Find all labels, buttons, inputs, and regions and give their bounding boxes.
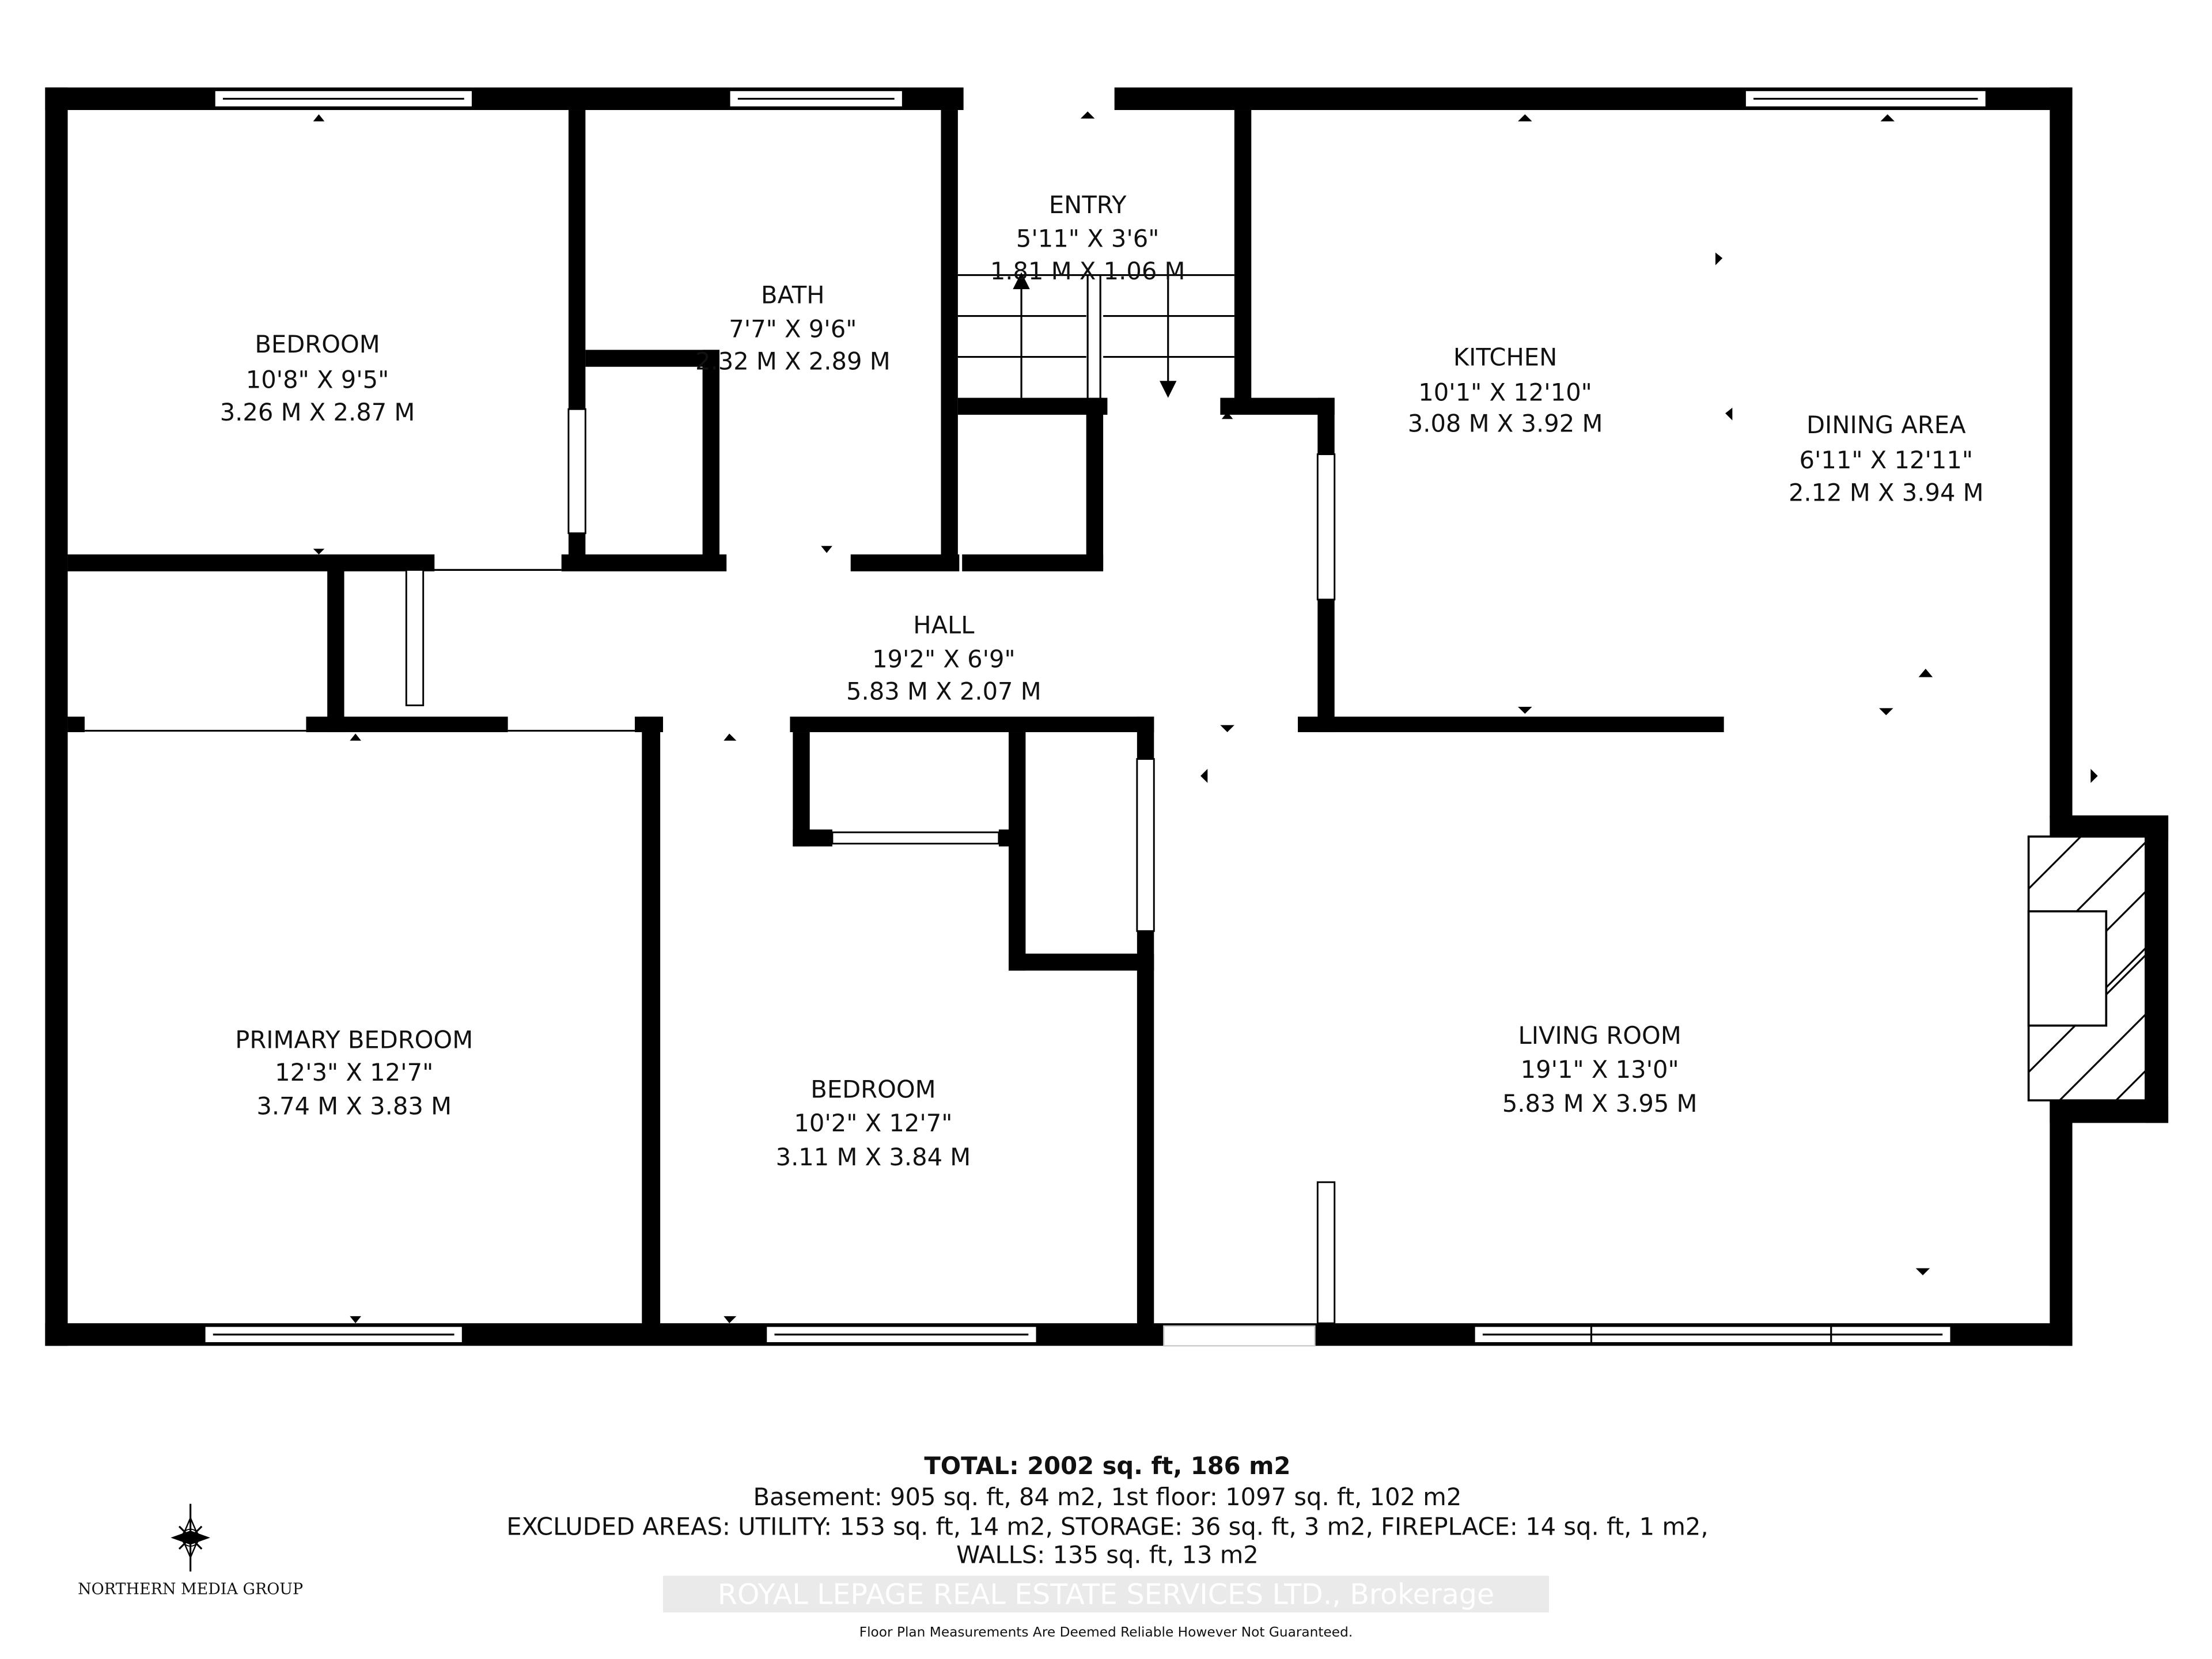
area-summary: TOTAL: 2002 sq. ft, 186 m2 Basement: 905… <box>506 1452 1708 1640</box>
room-imperial-size: 6'11" X 12'11" <box>1800 446 1974 474</box>
northern-media-group-logo: NORTHERN MEDIA GROUP <box>78 1503 303 1598</box>
room-imperial-size: 7'7" X 9'6" <box>729 315 857 343</box>
room-primary-bedroom: PRIMARY BEDROOM 12'3" X 12'7" 3.74 M X 3… <box>235 1026 473 1120</box>
room-metric-size: 5.83 M X 2.07 M <box>846 677 1041 706</box>
room-name: KITCHEN <box>1453 343 1557 371</box>
room-imperial-size: 19'2" X 6'9" <box>872 645 1016 673</box>
room-metric-size: 3.11 M X 3.84 M <box>776 1143 971 1171</box>
compass-rose-icon <box>171 1503 210 1572</box>
total-area: TOTAL: 2002 sq. ft, 186 m2 <box>924 1452 1290 1480</box>
room-imperial-size: 19'1" X 13'0" <box>1521 1055 1679 1084</box>
room-name: BEDROOM <box>255 330 380 358</box>
room-name: PRIMARY BEDROOM <box>235 1026 473 1054</box>
room-hall: HALL 19'2" X 6'9" 5.83 M X 2.07 M <box>846 611 1041 706</box>
room-metric-size: 3.74 M X 3.83 M <box>256 1092 452 1120</box>
room-name: HALL <box>913 611 974 639</box>
fireplace <box>2027 835 2147 1102</box>
room-name: DINING AREA <box>1806 411 1966 439</box>
room-kitchen: KITCHEN 10'1" X 12'10" 3.08 M X 3.92 M <box>1408 343 1603 437</box>
windows <box>203 89 1987 1347</box>
excluded-areas: EXCLUDED AREAS: UTILITY: 153 sq. ft, 14 … <box>506 1512 1708 1540</box>
room-metric-size: 1.81 M X 1.06 M <box>990 257 1185 285</box>
room-metric-size: 3.26 M X 2.87 M <box>220 398 415 426</box>
stair-up-arrow-icon <box>1013 272 1030 290</box>
room-name: LIVING ROOM <box>1518 1021 1681 1050</box>
room-name: ENTRY <box>1049 191 1127 219</box>
interior-walls <box>67 110 1724 1335</box>
staircase <box>957 272 1234 398</box>
room-imperial-size: 10'8" X 9'5" <box>246 365 389 393</box>
room-imperial-size: 10'2" X 12'7" <box>794 1109 952 1137</box>
room-imperial-size: 12'3" X 12'7" <box>275 1058 433 1086</box>
room-name: BATH <box>761 281 825 309</box>
room-bath: BATH 7'7" X 9'6" 2.32 M X 2.89 M <box>695 281 891 376</box>
room-bedroom-2: BEDROOM 10'2" X 12'7" 3.11 M X 3.84 M <box>776 1075 971 1171</box>
stair-down-arrow-icon <box>1160 381 1177 398</box>
room-name: BEDROOM <box>810 1075 935 1103</box>
room-living-room: LIVING ROOM 19'1" X 13'0" 5.83 M X 3.95 … <box>1502 1021 1698 1118</box>
brokerage-watermark: ROYAL LEPAGE REAL ESTATE SERVICES LTD., … <box>718 1578 1494 1611</box>
disclaimer: Floor Plan Measurements Are Deemed Relia… <box>859 1624 1353 1640</box>
room-metric-size: 2.32 M X 2.89 M <box>695 347 891 376</box>
room-entry: ENTRY 5'11" X 3'6" 1.81 M X 1.06 M <box>990 191 1185 285</box>
room-imperial-size: 10'1" X 12'10" <box>1418 378 1592 407</box>
walls-area: WALLS: 135 sq. ft, 13 m2 <box>956 1540 1259 1569</box>
dimension-markers <box>313 111 2098 1324</box>
room-metric-size: 2.12 M X 3.94 M <box>1789 478 1984 506</box>
room-imperial-size: 5'11" X 3'6" <box>1016 225 1160 253</box>
logo-text: NORTHERN MEDIA GROUP <box>78 1580 303 1598</box>
floor-areas: Basement: 905 sq. ft, 84 m2, 1st floor: … <box>753 1483 1462 1511</box>
room-metric-size: 3.08 M X 3.92 M <box>1408 409 1603 437</box>
room-dining-area: DINING AREA 6'11" X 12'11" 2.12 M X 3.94… <box>1789 411 1984 507</box>
watermark-background <box>663 1575 1549 1613</box>
room-metric-size: 5.83 M X 3.95 M <box>1502 1089 1698 1118</box>
room-bedroom-1: BEDROOM 10'8" X 9'5" 3.26 M X 2.87 M <box>220 330 415 426</box>
